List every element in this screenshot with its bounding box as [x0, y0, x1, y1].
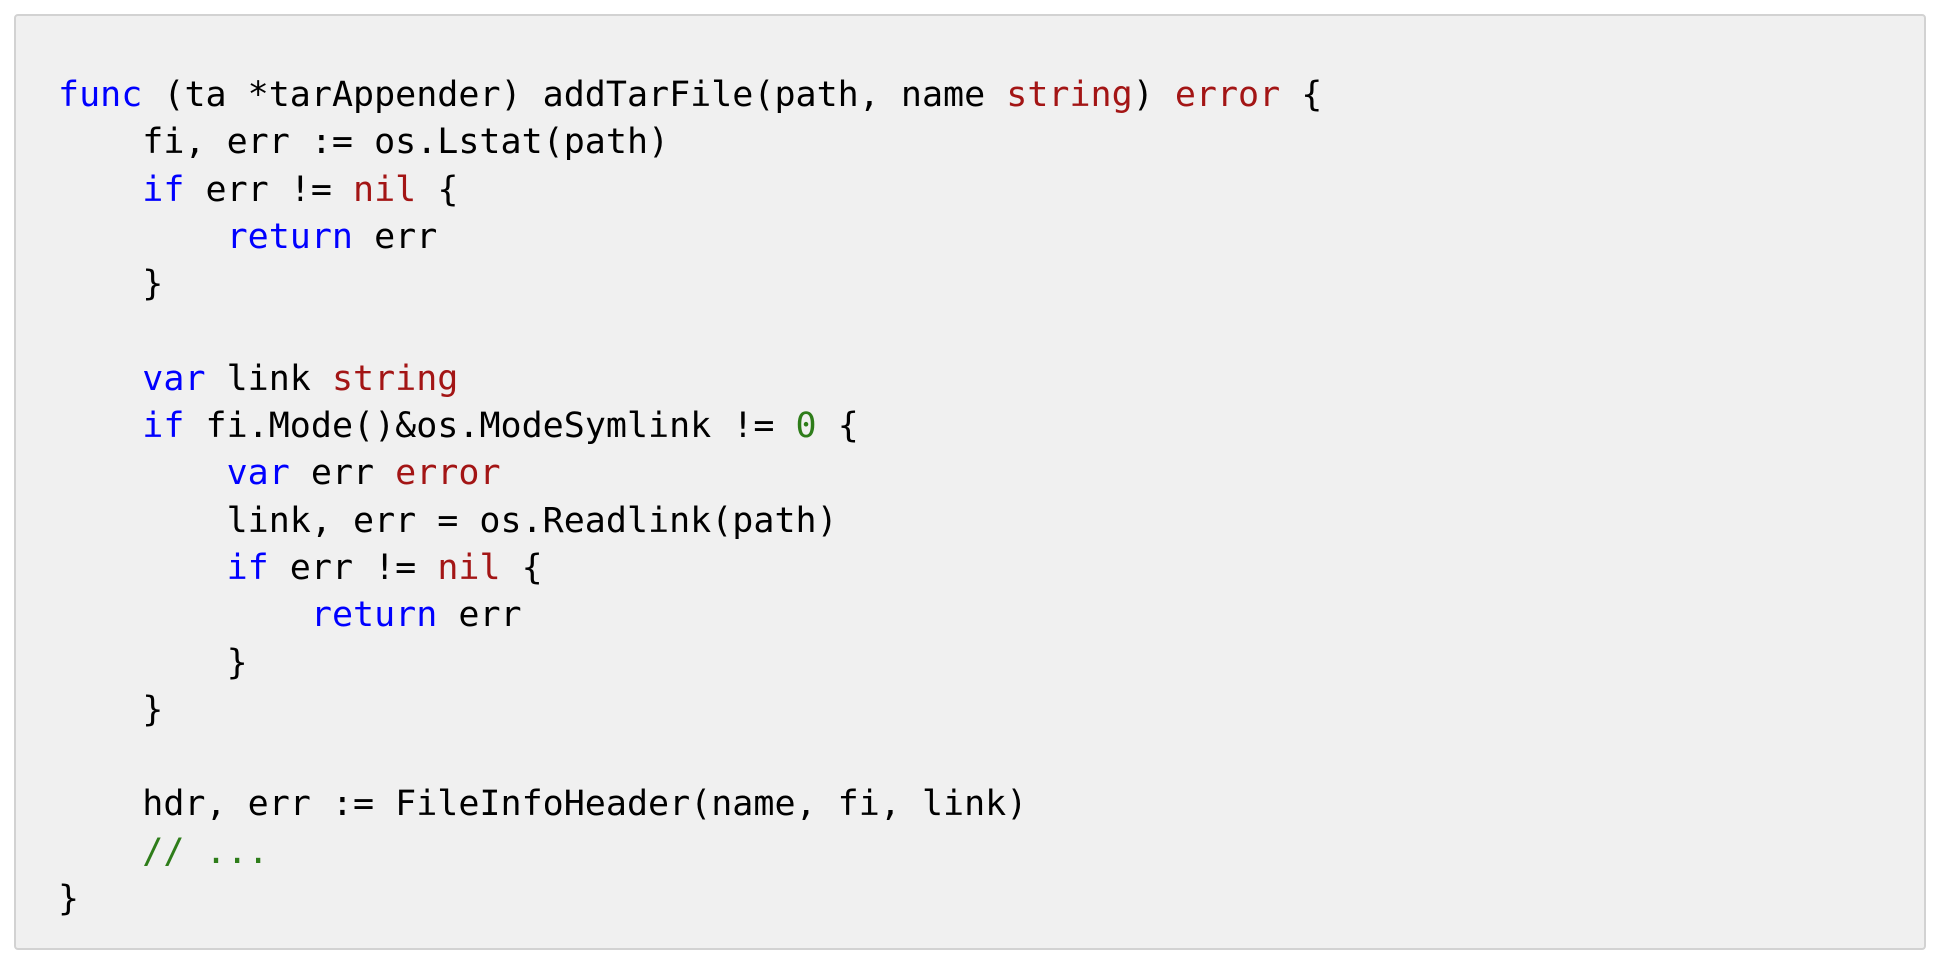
code-line: link, err = os.Readlink(path)	[58, 498, 1322, 545]
code-token: err	[437, 595, 522, 636]
code-token: }	[58, 642, 248, 683]
code-token: (ta *tarAppender) addTarFile(path, name	[142, 75, 1007, 115]
keyword-token: if	[142, 406, 185, 447]
code-line: var err error	[58, 450, 1322, 497]
type-token: nil	[437, 547, 501, 588]
code-token: hdr, err := FileInfoHeader(name, fi, lin…	[58, 784, 1028, 825]
code-line: }	[58, 876, 1322, 923]
code-token	[58, 595, 311, 635]
type-token: string	[1006, 75, 1133, 115]
code-line: hdr, err := FileInfoHeader(name, fi, lin…	[58, 781, 1322, 828]
code-token	[58, 832, 142, 872]
code-line: func (ta *tarAppender) addTarFile(path, …	[58, 72, 1322, 119]
code-token: err	[289, 453, 396, 494]
code-listing: func (ta *tarAppender) addTarFile(path, …	[58, 72, 1322, 923]
type-token: error	[1174, 75, 1281, 115]
type-token: error	[395, 453, 501, 494]
code-token: err !=	[268, 547, 438, 588]
code-token: }	[58, 689, 164, 730]
code-token: fi.Mode()&os.ModeSymlink !=	[184, 406, 796, 447]
code-token	[58, 217, 227, 257]
code-line: }	[58, 261, 1322, 308]
code-token: )	[1132, 75, 1175, 115]
keyword-token: var	[142, 358, 206, 399]
code-token	[58, 406, 142, 446]
code-token: {	[816, 406, 859, 447]
keyword-token: var	[226, 453, 290, 494]
comment-token: // ...	[142, 831, 269, 872]
code-token: }	[58, 264, 164, 305]
keyword-token: return	[310, 595, 438, 636]
code-line: ​	[58, 734, 1322, 781]
code-token: fi, err := os.Lstat(path)	[58, 122, 670, 163]
code-token	[58, 548, 227, 588]
code-line: if err != nil {	[58, 545, 1322, 592]
code-token	[58, 359, 142, 399]
code-line: if fi.Mode()&os.ModeSymlink != 0 {	[58, 403, 1322, 450]
number-token: 0	[795, 406, 817, 447]
code-token: }	[58, 879, 80, 920]
code-token: {	[416, 169, 459, 210]
code-line: if err != nil {	[58, 167, 1322, 214]
code-line: }	[58, 687, 1322, 734]
code-line: fi, err := os.Lstat(path)	[58, 119, 1322, 166]
type-token: nil	[353, 169, 417, 210]
code-line: // ...	[58, 829, 1322, 876]
code-line: ​	[58, 308, 1322, 355]
type-token: string	[331, 358, 459, 399]
code-token: link	[205, 358, 332, 399]
code-line: var link string	[58, 356, 1322, 403]
code-token: link, err = os.Readlink(path)	[58, 500, 838, 541]
code-token: err !=	[184, 169, 354, 210]
code-line: return err	[58, 592, 1322, 639]
code-token: {	[1280, 75, 1323, 115]
keyword-token: return	[226, 216, 354, 257]
keyword-token: if	[226, 547, 269, 588]
code-line: return err	[58, 214, 1322, 261]
code-token: err	[353, 216, 438, 257]
keyword-token: if	[142, 169, 185, 210]
code-block: func (ta *tarAppender) addTarFile(path, …	[14, 14, 1926, 950]
keyword-token: func	[58, 75, 143, 115]
code-token	[58, 453, 227, 493]
code-line: }	[58, 640, 1322, 687]
code-token: {	[500, 547, 543, 588]
code-token	[58, 170, 142, 210]
